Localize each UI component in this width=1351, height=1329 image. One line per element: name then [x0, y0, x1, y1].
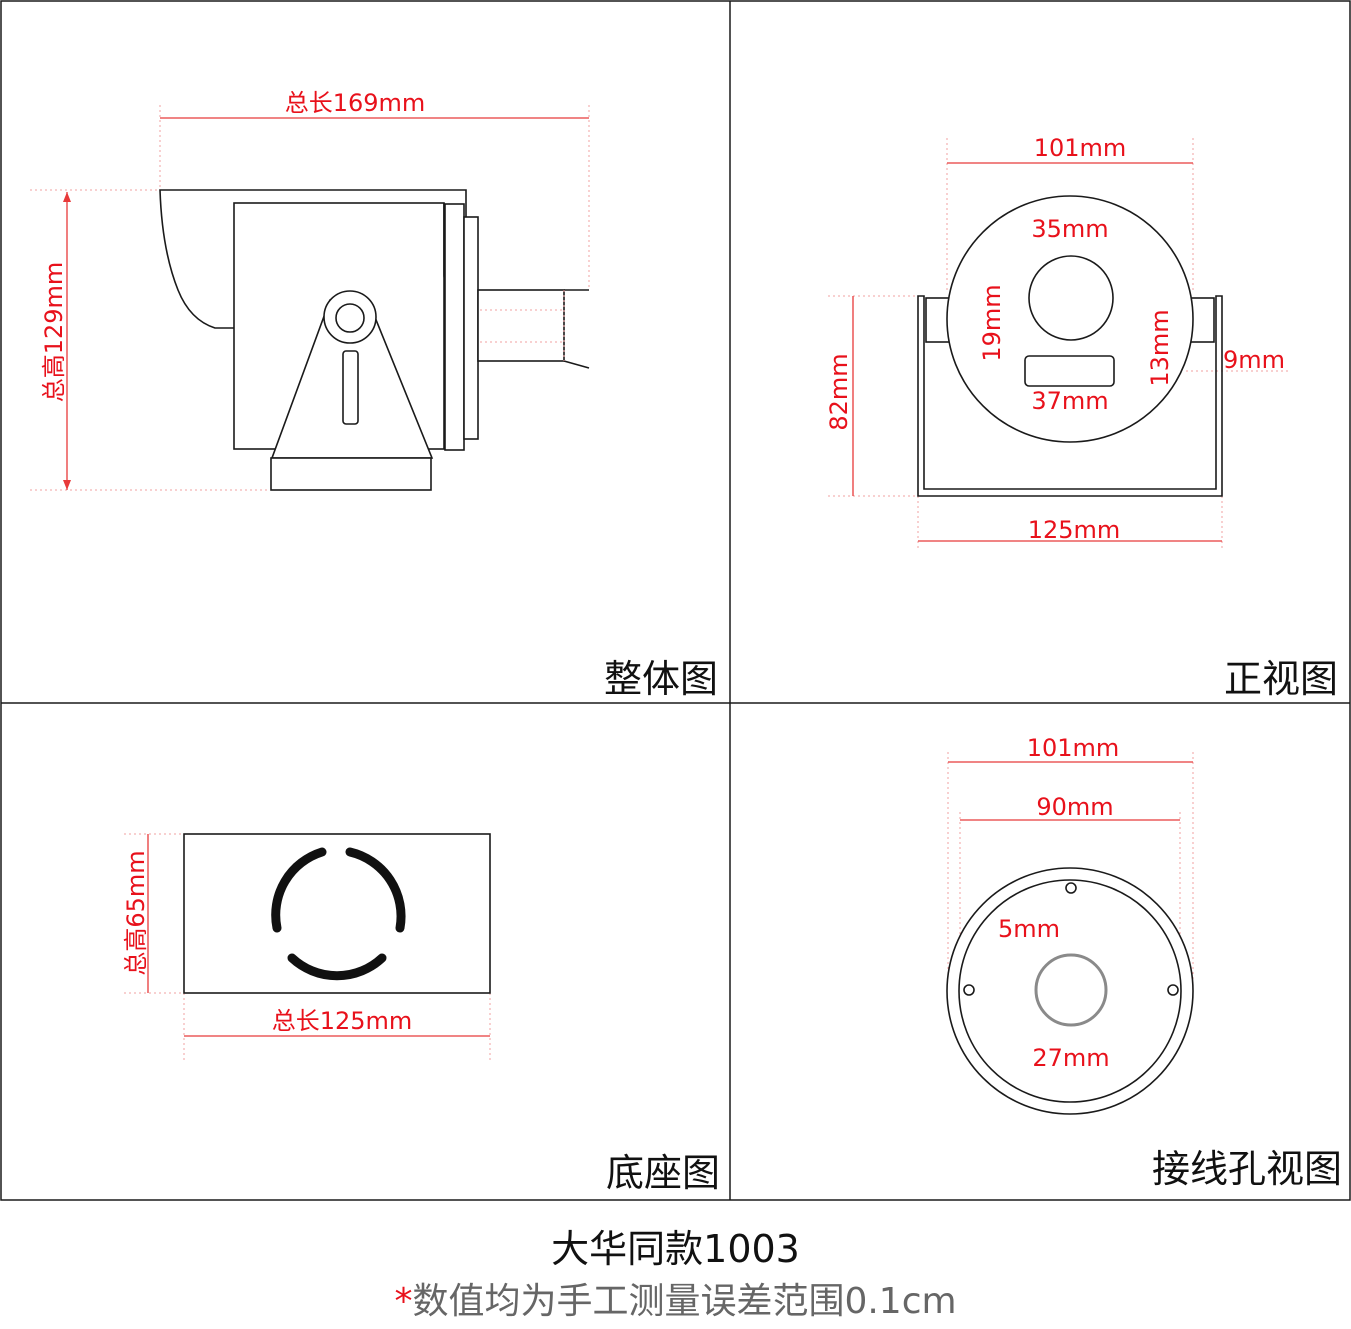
base-length-label: 总长125mm — [272, 1007, 413, 1035]
product-caption: 大华同款1003 — [551, 1227, 800, 1271]
front-gap-label: 9mm — [1223, 346, 1285, 374]
base-height-label: 总高65mm — [122, 850, 150, 975]
technical-drawing: 总长169mm 总高129mm 整体图 — [0, 0, 1351, 1201]
camera-side-profile — [159, 189, 590, 491]
base-view-title: 底座图 — [606, 1151, 720, 1195]
overall-height-label: 总高129mm — [40, 262, 68, 403]
wiring-outer-label: 101mm — [1027, 734, 1120, 762]
front-view-title: 正视图 — [1224, 657, 1338, 701]
note-text: 数值均为手工测量误差范围0.1cm — [412, 1281, 957, 1322]
wiring-view-title: 接线孔视图 — [1152, 1147, 1342, 1191]
wiring-hole-label: 27mm — [1032, 1044, 1109, 1072]
base-view-panel: 总高65mm 总长125mm 底座图 — [122, 833, 720, 1195]
front-window-width-label: 37mm — [1031, 387, 1108, 415]
measurement-note: *数值均为手工测量误差范围0.1cm — [0, 1278, 1351, 1326]
front-width-label: 101mm — [1034, 134, 1127, 162]
wiring-inner-label: 90mm — [1036, 793, 1113, 821]
note-asterisk: * — [394, 1281, 413, 1322]
front-slot-label: 19mm — [978, 284, 1006, 361]
front-view-panel: 101mm 35mm 37mm 19mm 13mm 9mm 82mm 125mm… — [825, 134, 1338, 701]
wiring-screw-label: 5mm — [998, 915, 1060, 943]
overall-view-title: 整体图 — [604, 657, 718, 701]
front-height-label: 82mm — [825, 353, 853, 430]
front-lens-label: 35mm — [1031, 215, 1108, 243]
front-bracket-width-label: 125mm — [1028, 516, 1121, 544]
panel-grid — [0, 0, 1351, 1201]
front-window-height-label: 13mm — [1146, 309, 1174, 386]
wiring-view-panel: 101mm 90mm 5mm 27mm 接线孔视图 — [946, 734, 1342, 1191]
wiring-plate — [946, 867, 1194, 1115]
camera-front-profile — [917, 195, 1223, 497]
overall-view-panel: 总长169mm 总高129mm 整体图 — [30, 89, 718, 701]
base-plate — [183, 833, 491, 994]
overall-length-label: 总长169mm — [285, 89, 426, 117]
